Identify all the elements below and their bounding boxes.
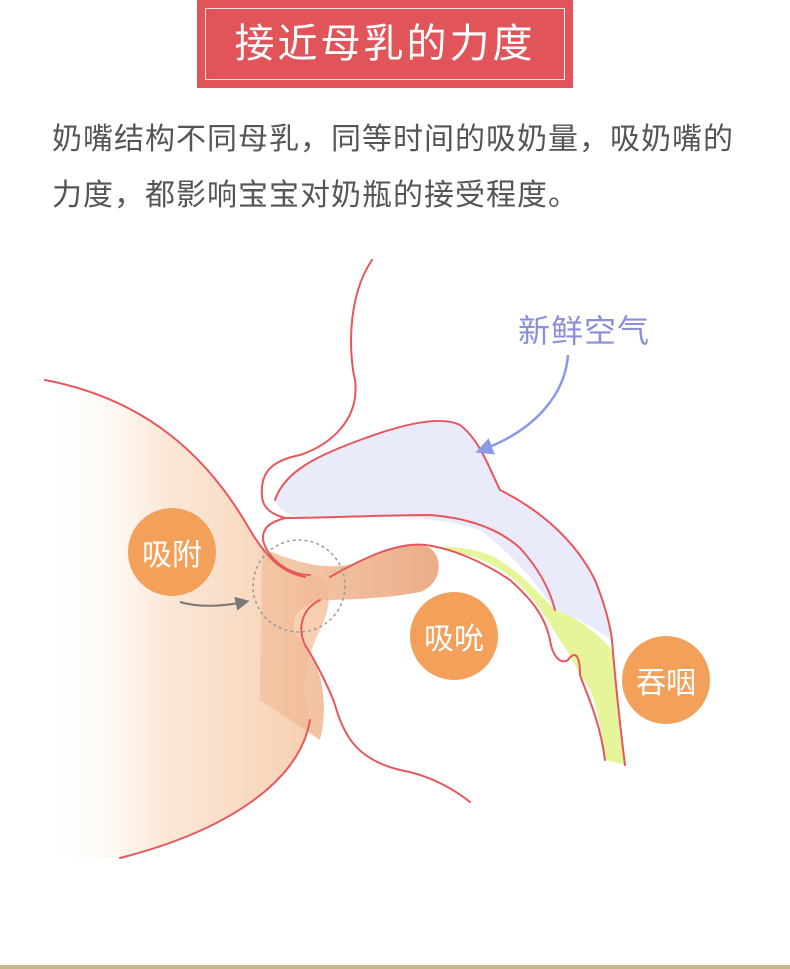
latch-arrow <box>179 596 250 611</box>
nipple-shape <box>260 544 439 740</box>
page-title: 接近母乳的力度 <box>234 21 536 67</box>
nasal-lower-outline <box>284 514 556 611</box>
latch-badge: 吸附 <box>128 508 216 596</box>
breast-shape <box>40 380 329 858</box>
title-banner: 接近母乳的力度 <box>197 0 573 88</box>
suck-badge: 吸吮 <box>410 592 498 680</box>
latch-area-circle <box>252 539 346 633</box>
chin-outline <box>300 599 471 803</box>
face-outline <box>260 259 373 576</box>
description-text: 奶嘴结构不同母乳，同等时间的吸奶量，吸奶嘴的力度，都影响宝宝对奶瓶的接受程度。 <box>52 122 734 213</box>
bottom-divider <box>0 965 790 969</box>
throat-back-outline <box>611 639 626 766</box>
air-arrow <box>475 354 570 455</box>
tongue-outline <box>329 543 606 761</box>
air-region <box>275 420 612 640</box>
throat-region <box>432 546 625 765</box>
breast-lower-outline <box>119 719 311 859</box>
breast-outline <box>44 379 306 578</box>
fresh-air-label: 新鲜空气 <box>518 312 651 350</box>
title-frame: 接近母乳的力度 <box>205 8 565 80</box>
swallow-badge: 吞咽 <box>622 636 710 724</box>
